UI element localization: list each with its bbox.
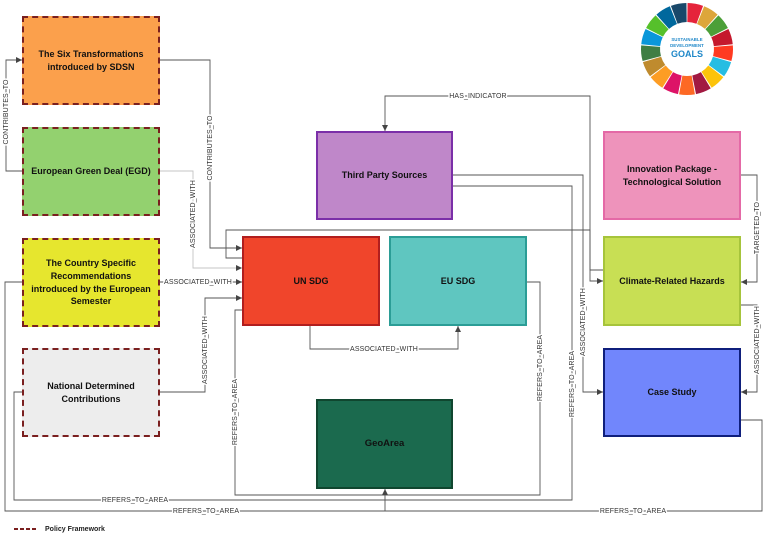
edge-label: ASSOCIATED_WITH — [350, 346, 418, 353]
node-innovation-package: Innovation Package - Technological Solut… — [603, 131, 741, 220]
edge-un-sdg-associated-with-eu-sdg — [309, 326, 461, 350]
edge-third-party-associated-with-case-study — [453, 174, 603, 395]
sdg-wedge — [701, 65, 724, 88]
edge-label: TARGETED_TO — [754, 201, 761, 254]
edge-label: REFERS_TO_AREA — [569, 351, 576, 417]
edge-label: CONTRIBUTES_TO — [3, 79, 10, 145]
edge-green-deal-contributes-to-six-transformations — [5, 57, 22, 172]
node-label: Innovation Package - Technological Solut… — [622, 163, 722, 187]
sdg-wedge — [697, 6, 718, 29]
legend: Policy Framework — [14, 526, 105, 533]
edge-label: HAS_INDICATOR — [449, 93, 506, 100]
legend-label: Policy Framework — [45, 526, 105, 533]
node-un-sdg: UN SDG — [242, 236, 380, 326]
node-label: Climate-Related Hazards — [619, 275, 725, 286]
edge-ndc-refers-to-area-geoarea — [13, 391, 385, 501]
sdg-logo-text-line1: SUSTAINABLE — [671, 37, 702, 42]
node-case-study: Case Study — [603, 348, 741, 437]
edge-label: REFERS_TO_AREA — [173, 508, 239, 515]
edge-label: CONTRIBUTES_TO — [207, 115, 214, 181]
edge-label: ASSOCIATED_WITH — [580, 288, 587, 356]
edge-label: REFERS_TO_AREA — [537, 335, 544, 401]
sdg-wedge — [705, 15, 728, 37]
edge-innovation-targeted-to-climate-hazards — [741, 174, 758, 285]
edge-third-party-refers-to-area-geoarea — [385, 185, 573, 501]
sdg-logo-center — [661, 23, 713, 75]
node-national-determined-contributions: National Determined Contributions — [22, 348, 160, 437]
node-climate-related-hazards: Climate-Related Hazards — [603, 236, 741, 326]
sdg-wedge — [679, 75, 695, 96]
edge-label: ASSOCIATED_WITH — [202, 316, 209, 384]
node-six-transformations: The Six Transformations introduced by SD… — [22, 16, 160, 105]
edge-six-transformations-contributes-to-un-sdg — [160, 59, 242, 251]
node-label: European Green Deal (EGD) — [31, 166, 151, 177]
sdg-logo-text-line3: GOALS — [671, 49, 703, 59]
edge-climate-hazards-associated-with-case-study — [741, 304, 758, 395]
sdg-wedge — [646, 15, 669, 37]
edge-label: REFERS_TO_AREA — [600, 508, 666, 515]
edge-climate-hazards-has-indicator-third-party — [382, 95, 603, 271]
sdg-wheel — [641, 3, 733, 96]
sdg-wedge — [663, 72, 682, 95]
node-third-party-sources: Third Party Sources — [316, 131, 453, 220]
node-geoarea: GeoArea — [316, 399, 453, 489]
sdg-wedge — [656, 6, 677, 29]
node-label: GeoArea — [364, 438, 405, 450]
node-label: UN SDG — [293, 275, 329, 286]
edge-label: REFERS_TO_AREA — [102, 497, 168, 504]
sdg-wedge — [670, 3, 687, 24]
edge-eu-sdg-refers-to-area-geoarea — [385, 281, 541, 496]
node-label: The Country Specific Recommendations int… — [31, 258, 151, 307]
sdg-logo-text-line2: DEVELOPMENT — [670, 43, 704, 48]
node-country-specific-recommendations: The Country Specific Recommendations int… — [22, 238, 160, 327]
edge-country-recommendations-refers-to-area-geoarea — [4, 281, 385, 512]
edge-label: ASSOCIATED_WITH — [754, 306, 761, 374]
node-label: Case Study — [647, 387, 697, 398]
node-european-green-deal: European Green Deal (EGD) — [22, 127, 160, 216]
edge-un-sdg-refers-to-area-geoarea — [234, 309, 385, 496]
sdg-wedge — [713, 45, 733, 62]
edge-label: ASSOCIATED_WITH — [190, 180, 197, 248]
edge-green-deal-associated-with-un-sdg — [160, 170, 242, 271]
sdg-wedge — [641, 45, 661, 62]
sdg-logo: SUSTAINABLE DEVELOPMENT GOALS — [641, 3, 733, 96]
edge-un-sdg-to-climate-hazards — [225, 229, 603, 284]
node-label: National Determined Contributions — [47, 380, 135, 404]
edge-case-study-refers-to-area-geoarea — [385, 419, 763, 512]
edge-lines — [4, 57, 763, 512]
node-label: EU SDG — [440, 275, 476, 286]
edge-labels: CONTRIBUTES_TO CONTRIBUTES_TO ASSOCIATED… — [1, 78, 762, 517]
edge-ndc-associated-with-un-sdg — [160, 295, 242, 393]
sdg-wedge — [650, 65, 673, 88]
node-label: The Six Transformations introduced by SD… — [38, 48, 144, 72]
sdg-wedge — [692, 72, 711, 95]
sdg-wedge — [687, 3, 704, 24]
sdg-wedge — [641, 29, 663, 47]
sdg-wedge — [642, 56, 666, 77]
node-eu-sdg: EU SDG — [389, 236, 527, 326]
sdg-wedge — [708, 56, 732, 77]
edge-label: REFERS_TO_AREA — [232, 379, 239, 445]
sdg-wedge — [711, 29, 733, 47]
edge-label: ASSOCIATED_WITH — [164, 279, 232, 286]
node-label: Third Party Sources — [341, 170, 428, 181]
